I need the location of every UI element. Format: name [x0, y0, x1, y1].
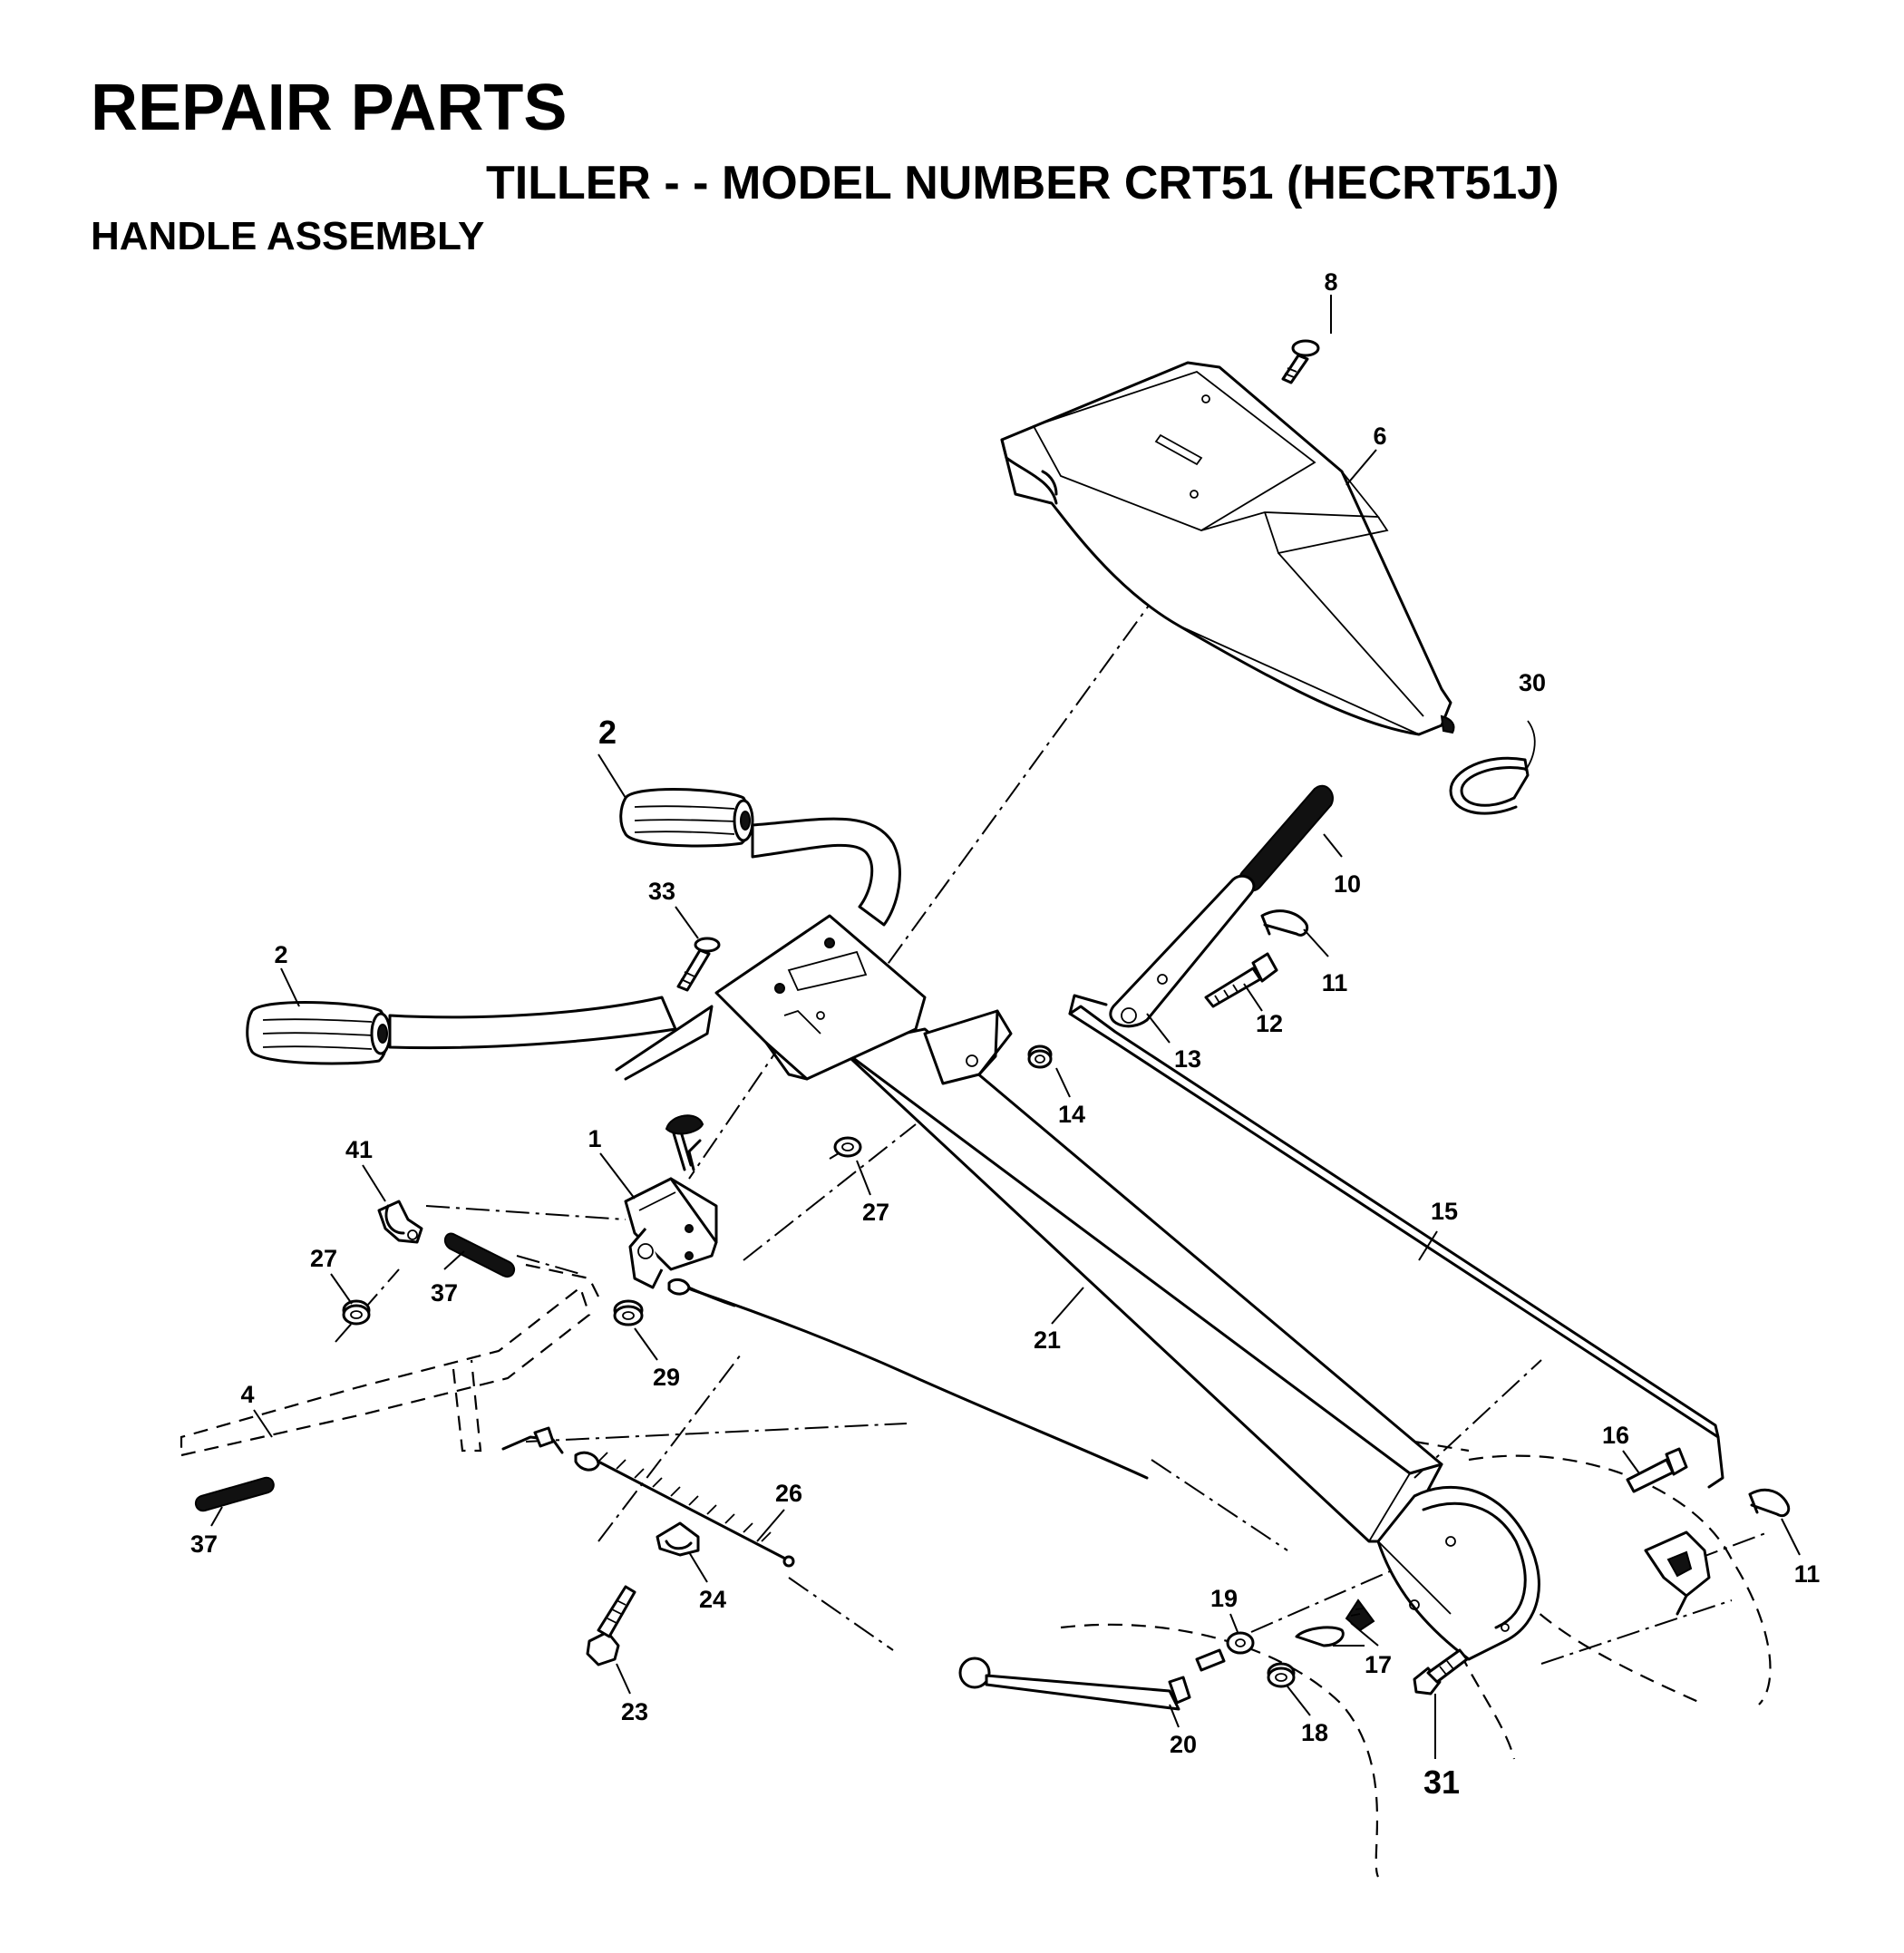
callout-11-lower: 11 [1794, 1560, 1821, 1588]
tube-bracket [923, 1009, 1013, 1085]
shift-lever [958, 1657, 1191, 1711]
callout-13: 13 [1174, 1045, 1201, 1073]
hex-bolt [586, 1585, 636, 1666]
spring-cable [501, 1426, 795, 1568]
callout-16: 16 [1602, 1422, 1629, 1449]
grip-upper [619, 788, 754, 848]
callout-labels: 8 6 30 2 10 33 2 11 12 13 14 1 41 27 15 … [190, 268, 1820, 1801]
callout-1: 1 [588, 1125, 601, 1152]
callout-14: 14 [1058, 1101, 1085, 1128]
callout-29: 29 [653, 1364, 680, 1391]
callout-4: 4 [240, 1381, 254, 1408]
callout-27-left: 27 [310, 1245, 337, 1272]
cable-clip [377, 1200, 423, 1244]
control-cable [667, 1278, 1149, 1480]
nut-left [342, 1299, 371, 1326]
nut-29 [613, 1299, 644, 1326]
cable-clamp [656, 1521, 700, 1557]
pin-lower [194, 1476, 275, 1512]
callout-10: 10 [1334, 870, 1361, 898]
section-title: HANDLE ASSEMBLY [91, 214, 485, 258]
callout-8: 8 [1324, 268, 1337, 296]
callout-12: 12 [1256, 1010, 1283, 1037]
callout-21: 21 [1034, 1326, 1061, 1354]
callout-2-lower: 2 [274, 941, 287, 968]
assembly-centerlines [335, 588, 1769, 1665]
page-title: REPAIR PARTS [91, 72, 568, 144]
callout-24: 24 [699, 1586, 726, 1613]
shift-bolt [1195, 1648, 1226, 1672]
panel-screw [1281, 339, 1320, 384]
nut-upper [829, 1136, 862, 1160]
rod-bolt [1626, 1447, 1688, 1493]
rod-bracket [1644, 1530, 1711, 1616]
callout-27-upper: 27 [862, 1199, 889, 1226]
callout-leaders [210, 295, 1801, 1759]
callout-2-upper: 2 [598, 714, 617, 751]
handle-tube [837, 1027, 1540, 1661]
callout-17: 17 [1365, 1651, 1392, 1678]
nut-18 [1267, 1662, 1296, 1688]
spacer [1027, 1045, 1053, 1069]
handle-panel [1000, 361, 1455, 736]
housing-screw [1413, 1648, 1469, 1696]
grip-lower [246, 1001, 392, 1065]
callout-20: 20 [1170, 1731, 1197, 1758]
callout-33: 33 [648, 878, 675, 905]
callout-23: 23 [621, 1698, 648, 1725]
hairpin-clip-upper [1260, 909, 1309, 937]
lever-grip [1239, 784, 1334, 892]
callout-18: 18 [1301, 1719, 1328, 1746]
callout-37-lower: 37 [190, 1530, 218, 1558]
control-lever-assembly [624, 1114, 736, 1307]
model-subtitle: TILLER - - MODEL NUMBER CRT51 (HECRT51J) [486, 157, 1559, 209]
pin-upper [443, 1232, 516, 1278]
frame-outline [180, 1263, 599, 1457]
callout-41: 41 [345, 1136, 373, 1163]
handlebar [388, 817, 927, 1081]
callout-30: 30 [1519, 669, 1546, 696]
callout-31: 31 [1423, 1764, 1460, 1801]
hairpin-clip-lower [1748, 1488, 1791, 1518]
callout-37-upper: 37 [431, 1279, 458, 1307]
callout-19: 19 [1210, 1585, 1238, 1612]
callout-15: 15 [1431, 1198, 1458, 1225]
washer [1226, 1631, 1255, 1655]
callout-6: 6 [1373, 423, 1386, 450]
lever [1109, 874, 1256, 1028]
control-rod [1068, 994, 1724, 1489]
clip-ring [1449, 756, 1530, 815]
carriage-bolt [676, 937, 721, 992]
callout-26: 26 [775, 1480, 802, 1507]
lever-bolt [1204, 952, 1278, 1008]
shifter-cam [1295, 1598, 1375, 1647]
callout-11-upper: 11 [1322, 969, 1348, 996]
